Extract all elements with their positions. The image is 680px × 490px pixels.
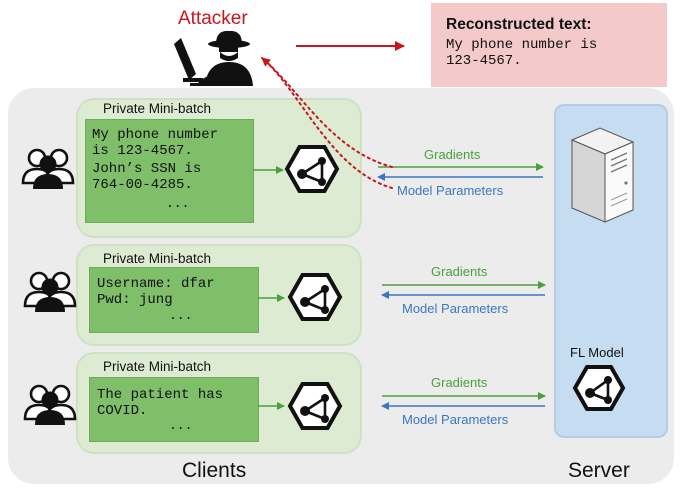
model-parameters-label: Model Parameters bbox=[402, 412, 509, 427]
model-icon bbox=[287, 382, 343, 430]
text-line: John’s SSN is bbox=[92, 161, 202, 177]
text-line: COVID. bbox=[97, 403, 148, 419]
fl-model-icon bbox=[572, 365, 626, 411]
reconstructed-title: Reconstructed text: bbox=[446, 16, 592, 33]
text-line: My phone number bbox=[92, 127, 219, 143]
text-line: Pwd: jung bbox=[97, 292, 173, 308]
fl-model-label: FL Model bbox=[570, 345, 624, 360]
reconstructed-text-box: Reconstructed text: My phone number is 1… bbox=[431, 3, 667, 87]
private-text-box: My phone number is 123-4567. John’s SSN … bbox=[85, 119, 254, 223]
minibatch-label: Private Mini-batch bbox=[103, 101, 212, 116]
attacker-label: Attacker bbox=[178, 8, 248, 29]
leak-path-parameters bbox=[261, 57, 393, 189]
model-parameters-label: Model Parameters bbox=[402, 301, 509, 316]
reconstructed-line: My phone number is bbox=[446, 37, 598, 53]
gradients-label: Gradients bbox=[431, 375, 488, 390]
user-group-icon bbox=[23, 271, 77, 312]
attacker-icon bbox=[174, 30, 253, 86]
model-icon bbox=[284, 145, 340, 193]
private-text-box: Username: dfar Pwd: jung ... bbox=[89, 267, 259, 333]
text-line: 764-00-4285. bbox=[92, 177, 193, 193]
server-section-label: Server bbox=[568, 459, 630, 482]
clients-section-label: Clients bbox=[182, 459, 247, 482]
user-group-icon bbox=[23, 384, 77, 425]
minibatch-label: Private Mini-batch bbox=[103, 359, 212, 374]
private-text-box: The patient has COVID. ... bbox=[89, 377, 259, 442]
reconstructed-line: 123-4567. bbox=[446, 53, 522, 69]
minibatch-label: Private Mini-batch bbox=[103, 251, 212, 266]
ellipsis: ... bbox=[166, 196, 190, 211]
leak-path-gradients bbox=[261, 57, 393, 168]
server-icon bbox=[570, 127, 635, 223]
text-line: The patient has bbox=[97, 387, 224, 403]
gradients-label: Gradients bbox=[431, 264, 488, 279]
gradients-label: Gradients bbox=[424, 147, 481, 162]
text-line: is 123-4567. bbox=[92, 143, 193, 159]
model-parameters-label: Model Parameters bbox=[397, 183, 504, 198]
ellipsis: ... bbox=[169, 308, 193, 323]
ellipsis: ... bbox=[169, 418, 193, 433]
model-icon bbox=[287, 273, 343, 321]
user-group-icon bbox=[21, 148, 75, 189]
text-line: Username: dfar bbox=[97, 276, 215, 292]
